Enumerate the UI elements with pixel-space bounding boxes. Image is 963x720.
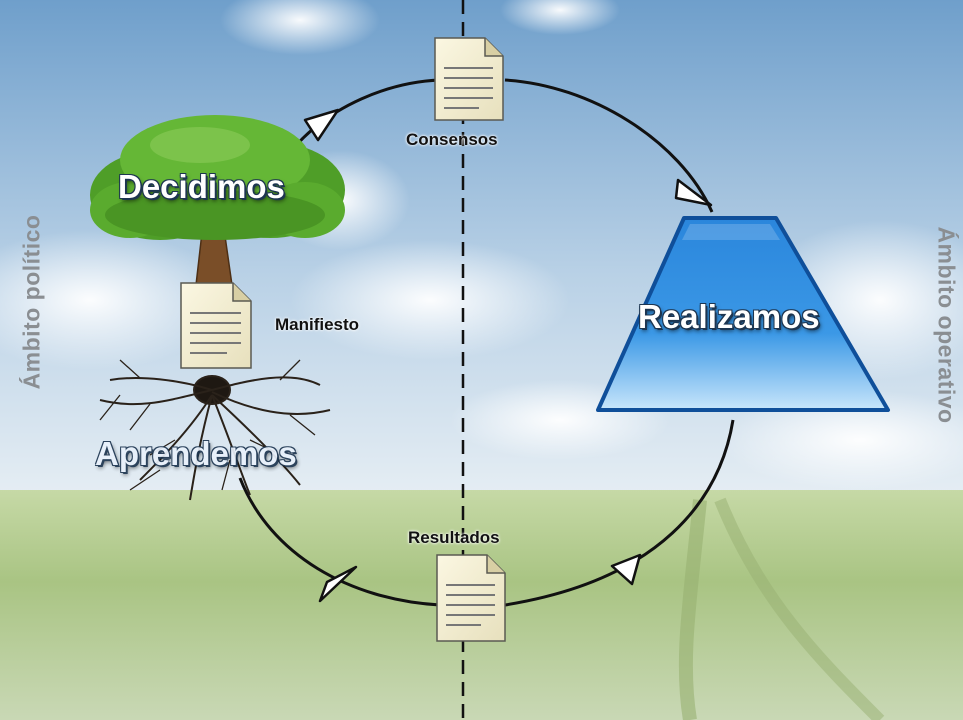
results-label: Resultados xyxy=(408,528,500,547)
manifesto-label: Manifiesto xyxy=(275,315,360,334)
document-icon xyxy=(436,554,506,642)
arrowheads xyxy=(303,108,713,603)
arrowhead-icon xyxy=(318,565,358,603)
consensus-label: Consensos xyxy=(406,130,498,149)
document-icon xyxy=(434,37,504,121)
arrowhead-icon xyxy=(674,178,713,207)
left-side-label: Ámbito político xyxy=(18,214,45,390)
realize-label: Realizamos xyxy=(638,298,820,335)
document-icon xyxy=(180,282,252,369)
decide-label: Decidimos xyxy=(118,168,285,205)
arrowhead-icon xyxy=(610,553,642,586)
cycle-arrows xyxy=(238,78,735,607)
roots-icon xyxy=(99,359,331,501)
realize-shape xyxy=(596,216,890,412)
right-side-label: Ámbito operativo xyxy=(933,226,960,424)
tree-icon xyxy=(90,115,345,286)
learn-label: Aprendemos xyxy=(95,435,297,472)
arrowhead-icon xyxy=(303,108,340,142)
